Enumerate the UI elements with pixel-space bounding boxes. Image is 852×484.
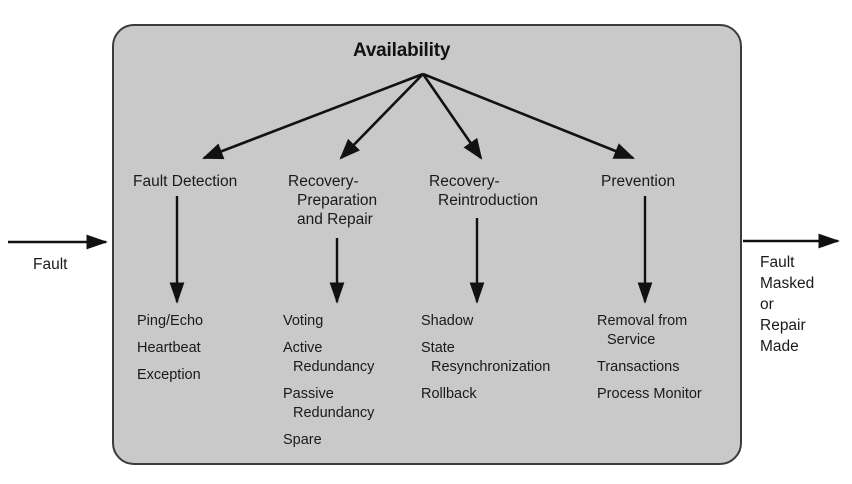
- leaf-line: Redundancy: [293, 405, 375, 421]
- leaf-item: Voting: [283, 312, 374, 331]
- leaf-item: Heartbeat: [137, 339, 203, 358]
- fault-input-label: Fault: [33, 254, 67, 275]
- leaf-line: Shadow: [421, 313, 474, 329]
- leaf-line: Spare: [283, 432, 322, 448]
- leaf-item: Ping/Echo: [137, 312, 203, 331]
- category-line: Reintroduction: [438, 192, 538, 209]
- category-label-fault-detection: Fault Detection: [133, 172, 237, 191]
- leaf-line: Resynchronization: [431, 359, 551, 375]
- leaf-item: Removal from Service: [597, 312, 702, 350]
- category-label-recovery-preparation-and-repair: Recovery- Preparation and Repair: [288, 172, 377, 229]
- category-line: Recovery-: [429, 173, 500, 190]
- leaf-item: Spare: [283, 431, 374, 450]
- leaf-line: Service: [607, 332, 656, 348]
- label-line: Made: [760, 338, 799, 355]
- leaf-line: Exception: [137, 367, 201, 383]
- leaf-line: Redundancy: [293, 359, 375, 375]
- label-line: or: [760, 296, 774, 313]
- category-line: Prevention: [601, 173, 676, 190]
- leaf-list-fault-detection: Ping/Echo Heartbeat Exception: [137, 312, 203, 393]
- leaf-line: Ping/Echo: [137, 313, 204, 329]
- leaf-list-recovery-reintroduction: Shadow State Resynchronization Rollback: [421, 312, 550, 412]
- leaf-line: Voting: [283, 313, 324, 329]
- label-line: Repair: [760, 317, 806, 334]
- root-node-label: Availability: [353, 40, 451, 61]
- fault-output-label: Fault Masked or Repair Made: [760, 252, 814, 357]
- leaf-line: Rollback: [421, 386, 477, 402]
- leaf-item: State Resynchronization: [421, 339, 550, 377]
- category-line: Fault Detection: [133, 173, 238, 190]
- leaf-list-prevention: Removal from Service Transactions Proces…: [597, 312, 702, 412]
- category-line: Preparation: [297, 192, 378, 209]
- leaf-item: Exception: [137, 366, 203, 385]
- leaf-line: Transactions: [597, 359, 680, 375]
- leaf-item: Process Monitor: [597, 385, 702, 404]
- category-line: and Repair: [297, 211, 373, 228]
- leaf-item: Passive Redundancy: [283, 385, 374, 423]
- category-line: Recovery-: [288, 173, 359, 190]
- leaf-item: Active Redundancy: [283, 339, 374, 377]
- category-label-prevention: Prevention: [601, 172, 675, 191]
- label-line: Fault: [33, 256, 68, 273]
- category-label-recovery-reintroduction: Recovery- Reintroduction: [429, 172, 538, 210]
- leaf-line: Removal from: [597, 313, 688, 329]
- leaf-list-recovery-preparation-and-repair: Voting Active Redundancy Passive Redunda…: [283, 312, 374, 458]
- label-line: Fault: [760, 254, 795, 271]
- leaf-item: Shadow: [421, 312, 550, 331]
- leaf-item: Transactions: [597, 358, 702, 377]
- leaf-item: Rollback: [421, 385, 550, 404]
- leaf-line: Process Monitor: [597, 386, 702, 402]
- leaf-line: Heartbeat: [137, 340, 201, 356]
- label-line: Masked: [760, 275, 815, 292]
- leaf-line: Active: [283, 340, 323, 356]
- leaf-line: Passive: [283, 386, 334, 402]
- leaf-line: State: [421, 340, 455, 356]
